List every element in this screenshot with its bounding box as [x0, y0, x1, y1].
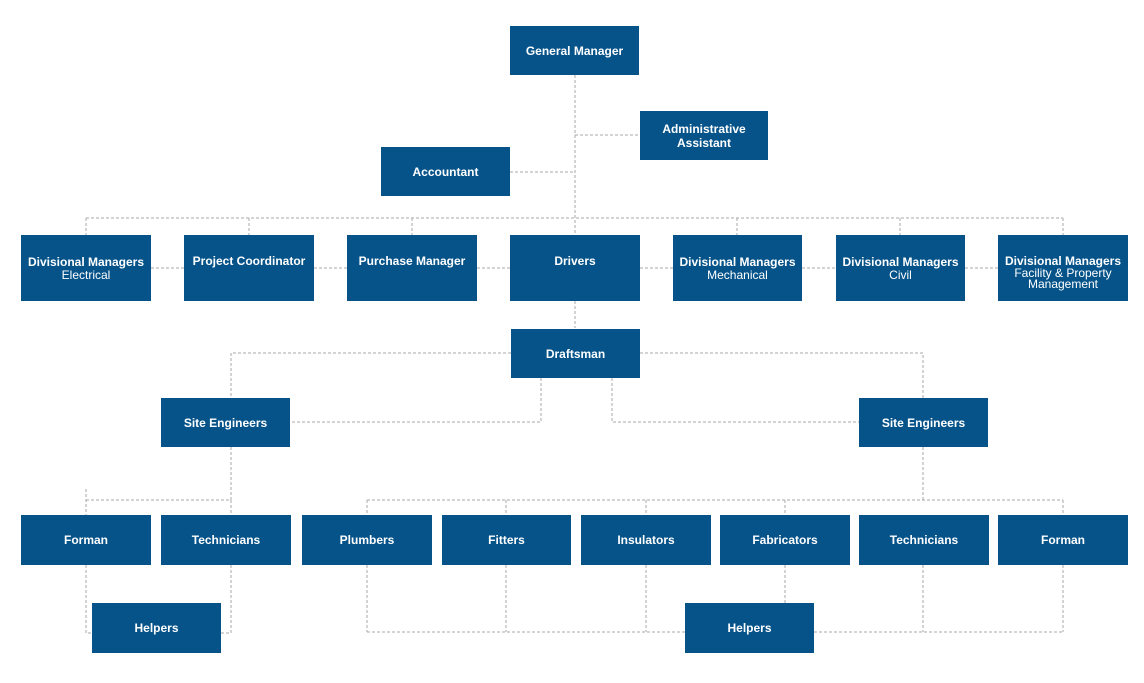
node-draftsman: Draftsman	[511, 329, 640, 378]
node-site-engineers-right: Site Engineers	[859, 398, 988, 447]
node-drivers: Drivers	[510, 235, 640, 301]
node-dm-electrical: Divisional Managers Electrical	[21, 235, 151, 301]
node-title: Plumbers	[339, 533, 395, 547]
node-title: Administrative Assistant	[662, 121, 746, 150]
node-title: Draftsman	[545, 346, 606, 361]
node-title: Technicians	[191, 533, 261, 547]
connector-draftsman-left	[230, 352, 511, 398]
node-subtitle: Civil	[889, 268, 912, 282]
node-forman-right: Forman	[998, 515, 1128, 565]
node-title: Fabricators	[752, 533, 818, 547]
node-subtitle: Electrical	[61, 268, 111, 282]
node-purchase-manager: Purchase Manager	[347, 235, 477, 301]
node-title: Helpers	[727, 621, 772, 635]
connector-draftsman-right-engineer	[611, 378, 859, 423]
node-title: Divisional Managers	[1004, 254, 1122, 268]
node-title: General Manager	[525, 43, 624, 58]
node-title: Fitters	[488, 533, 525, 547]
node-title: Drivers	[554, 254, 596, 268]
node-title: Forman	[1040, 533, 1085, 547]
node-subtitle: Mechanical	[707, 268, 768, 282]
node-title: Site Engineers	[881, 415, 966, 430]
node-technicians-right: Technicians	[859, 515, 989, 565]
node-title: Accountant	[412, 164, 479, 179]
connector-draftsman-right	[640, 352, 924, 398]
connector-left-technicians-helpers	[221, 565, 232, 634]
node-insulators: Insulators	[581, 515, 711, 565]
connector-draftsman-left-engineer	[290, 378, 542, 423]
node-technicians-left: Technicians	[161, 515, 291, 565]
node-subtitle: Facility & Property Management	[1014, 266, 1112, 291]
node-dm-mechanical: Divisional Managers Mechanical	[673, 235, 802, 301]
node-title: Divisional Managers	[679, 255, 796, 269]
node-helpers-left: Helpers	[92, 603, 221, 653]
node-title: Project Coordinator	[192, 254, 306, 268]
node-fabricators: Fabricators	[720, 515, 850, 565]
node-forman-left: Forman	[21, 515, 151, 565]
node-site-engineers-left: Site Engineers	[161, 398, 290, 447]
node-administrative-assistant: Administrative Assistant	[640, 111, 768, 160]
node-title: Insulators	[617, 533, 675, 547]
node-dm-civil: Divisional Managers Civil	[836, 235, 965, 301]
connector-left-forman-helpers	[85, 565, 92, 634]
node-fitters: Fitters	[442, 515, 571, 565]
node-title: Divisional Managers	[842, 255, 959, 269]
node-accountant: Accountant	[381, 147, 510, 196]
node-helpers-right: Helpers	[685, 603, 814, 653]
node-title: Helpers	[134, 621, 179, 635]
node-title: Purchase Manager	[358, 254, 466, 268]
node-title: Technicians	[889, 533, 959, 547]
node-project-coordinator: Project Coordinator	[184, 235, 314, 301]
node-title: Site Engineers	[183, 415, 268, 430]
node-dm-facility: Divisional Managers Facility & Property …	[998, 235, 1128, 301]
node-title: Divisional Managers	[27, 255, 145, 269]
node-plumbers: Plumbers	[302, 515, 432, 565]
node-title: Forman	[63, 533, 108, 547]
node-general-manager: General Manager	[510, 26, 639, 75]
